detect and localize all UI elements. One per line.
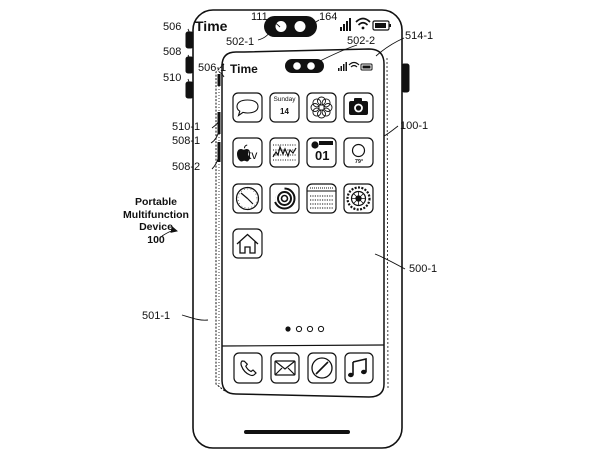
inner-device-body <box>221 48 385 398</box>
phone-icon <box>240 360 257 377</box>
outer-camera-2 <box>293 20 307 33</box>
battery-icon <box>372 20 391 31</box>
page-dot <box>295 325 303 333</box>
page-indicator <box>285 325 325 333</box>
label-514-1: 514-1 <box>405 30 434 42</box>
dock-separator <box>221 344 385 347</box>
inner-sensor-housing <box>285 59 324 73</box>
outer-home-indicator <box>244 430 350 434</box>
leader-lines <box>161 19 406 321</box>
label-506-1: 506-1 <box>198 62 227 74</box>
app-home[interactable] <box>232 228 263 259</box>
outer-status-time: Time <box>195 18 228 34</box>
weather-temp-label: 79° <box>354 159 364 165</box>
app-camera[interactable] <box>343 92 374 123</box>
label-510: 510 <box>163 72 182 84</box>
dock-phone[interactable] <box>233 352 263 384</box>
inner-camera-2 <box>306 61 316 71</box>
dock-music[interactable] <box>344 352 374 384</box>
outer-status-icons <box>340 17 391 31</box>
dock-mail[interactable] <box>270 352 300 384</box>
app-photos[interactable] <box>306 92 337 123</box>
browser-icon <box>311 357 333 379</box>
label-111: 111 <box>251 11 268 23</box>
outer-sensor-housing <box>264 16 317 37</box>
app-activity[interactable] <box>269 183 300 214</box>
music-icon <box>348 357 367 378</box>
inner-camera-1 <box>292 61 302 71</box>
mail-icon <box>274 360 296 376</box>
clock-icon <box>235 186 260 211</box>
clock-date-label: 01 <box>315 148 330 163</box>
outer-camera-1 <box>274 20 288 33</box>
caption-line: Portable <box>134 196 177 208</box>
label-508: 508 <box>163 46 182 58</box>
device-caption: Portable Multifunction Device 100 <box>108 196 204 246</box>
app-clock[interactable] <box>232 183 263 214</box>
label-100-1: 100-1 <box>400 120 429 132</box>
outer-device <box>185 9 410 449</box>
app-calendar[interactable] <box>269 92 300 123</box>
inner-status-icons <box>338 61 373 71</box>
tv-label: tv <box>248 148 258 162</box>
activity-icon <box>273 187 296 210</box>
weather-icon <box>351 143 366 158</box>
caption-line: Device <box>139 221 173 233</box>
label-502-2: 502-2 <box>347 35 376 47</box>
label-501-1: 501-1 <box>142 310 171 322</box>
clock-calendar-icon <box>311 141 333 149</box>
signal-icon <box>340 18 351 31</box>
app-weather[interactable] <box>343 137 374 168</box>
apple-tv-icon <box>237 144 251 162</box>
calendar-day-label: Sunday <box>273 96 296 103</box>
label-500-1: 500-1 <box>409 263 438 275</box>
messages-icon <box>236 99 259 117</box>
label-506: 506 <box>163 21 182 33</box>
app-settings[interactable] <box>343 183 374 214</box>
outer-button-right <box>401 63 410 93</box>
inner-status-time: Time <box>230 62 258 76</box>
page-dot <box>285 326 291 332</box>
label-164: 164 <box>319 11 338 23</box>
app-messages[interactable] <box>232 92 263 123</box>
calendar-date-label: 14 <box>280 107 289 116</box>
app-notes[interactable] <box>306 183 337 214</box>
caption-line: 100 <box>147 233 165 246</box>
label-502-1: 502-1 <box>226 36 255 48</box>
page-dot <box>317 325 325 333</box>
settings-icon <box>346 186 371 211</box>
home-icon <box>236 233 259 254</box>
inner-device <box>215 48 389 398</box>
caption-line: Multifunction <box>123 208 189 221</box>
label-508-1: 508-1 <box>172 135 201 147</box>
label-508-2: 508-2 <box>172 161 201 173</box>
notes-icon <box>307 187 336 209</box>
inner-device-depth <box>215 63 227 393</box>
wifi-icon <box>355 17 371 30</box>
page-dot <box>306 325 314 333</box>
stocks-icon <box>272 144 297 161</box>
app-clock-calendar[interactable] <box>306 137 337 168</box>
app-stocks[interactable] <box>269 137 300 168</box>
app-tv[interactable] <box>232 137 263 168</box>
label-510-1: 510-1 <box>172 121 201 133</box>
app-grid <box>232 92 374 384</box>
photos-icon <box>310 96 333 119</box>
outer-device-body <box>192 9 403 449</box>
dock-browser[interactable] <box>307 352 337 384</box>
camera-icon <box>349 98 368 115</box>
